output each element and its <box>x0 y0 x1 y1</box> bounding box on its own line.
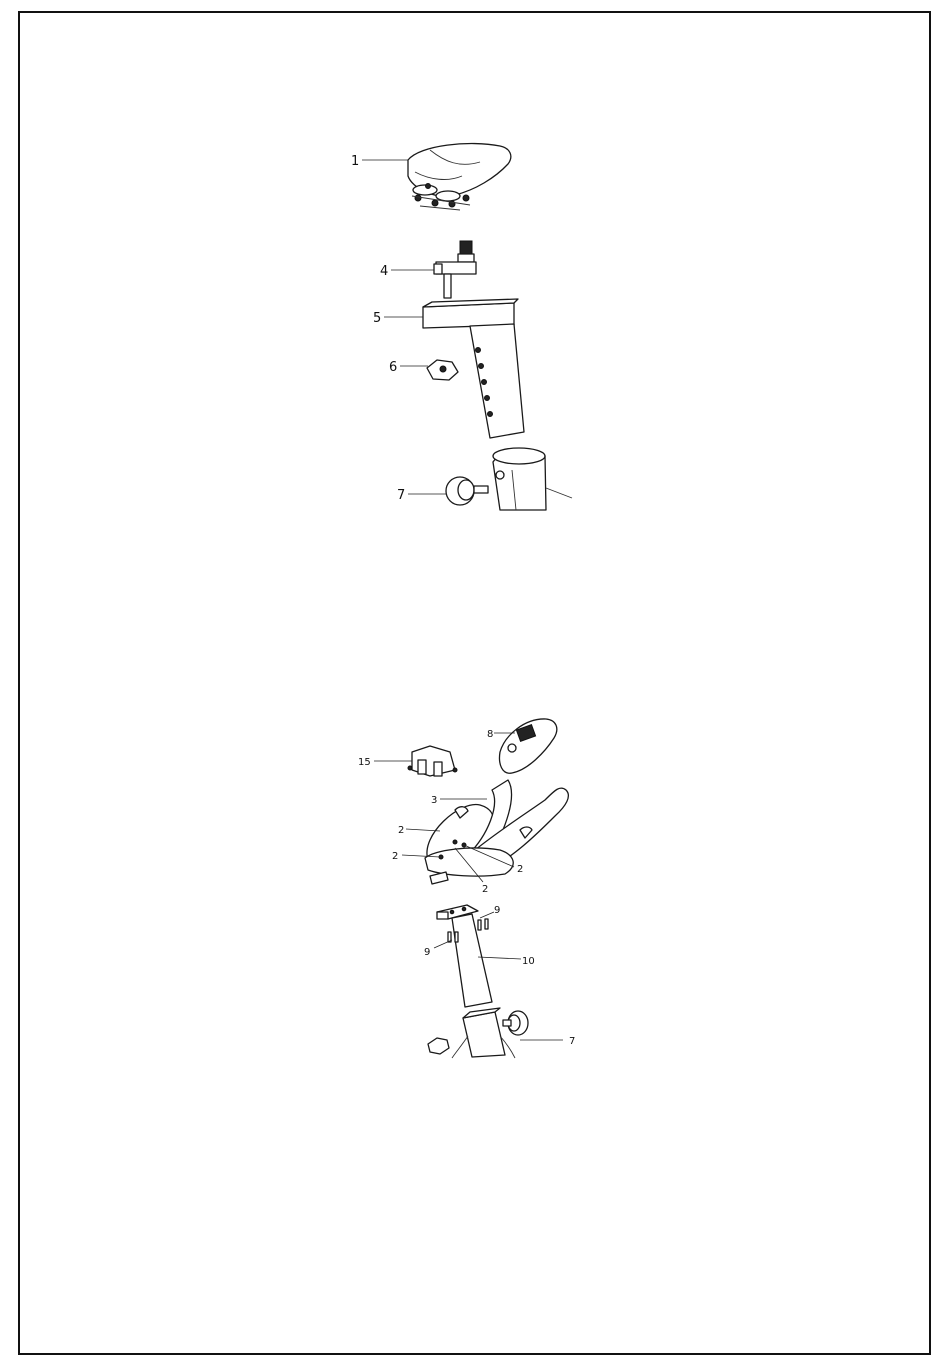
label-part-7-bottom: 7 <box>569 1036 575 1047</box>
leader-line-2a <box>406 829 440 831</box>
label-part-7-top: 7 <box>397 488 405 503</box>
seat-nut-part <box>427 360 458 380</box>
handlebar-post-part <box>437 905 492 1007</box>
console-part <box>500 719 557 773</box>
handlebar-frame-tube <box>452 1008 515 1058</box>
label-part-15: 15 <box>358 757 371 768</box>
bracket-part <box>408 746 457 776</box>
label-part-6: 6 <box>389 360 397 375</box>
seat-knob-part <box>446 477 488 505</box>
small-nut-part <box>428 1038 449 1054</box>
label-part-8: 8 <box>487 729 493 740</box>
label-part-5: 5 <box>373 311 381 326</box>
leader-line-9a <box>480 912 494 918</box>
label-part-2b: 2 <box>392 851 398 862</box>
leader-line-10 <box>478 957 521 959</box>
label-part-9a: 9 <box>494 905 500 916</box>
label-part-10: 10 <box>522 956 535 967</box>
seat-assembly-diagram: 1 4 5 6 <box>351 144 572 510</box>
seat-frame-tube <box>493 448 572 510</box>
saddle-part <box>408 144 511 210</box>
label-part-2a: 2 <box>398 825 404 836</box>
label-part-2c: 2 <box>517 864 523 875</box>
handlebar-assembly-diagram: 8 15 3 2 2 <box>358 719 575 1058</box>
label-part-3: 3 <box>431 795 437 806</box>
label-part-2d: 2 <box>482 884 488 895</box>
label-part-9b: 9 <box>424 947 430 958</box>
label-part-4: 4 <box>380 264 388 279</box>
leader-line-9b <box>434 940 452 948</box>
handlebar-knob-part <box>503 1011 528 1035</box>
seat-clamp-part <box>434 241 476 298</box>
label-part-1: 1 <box>351 154 359 169</box>
handlebar-part <box>425 780 568 884</box>
